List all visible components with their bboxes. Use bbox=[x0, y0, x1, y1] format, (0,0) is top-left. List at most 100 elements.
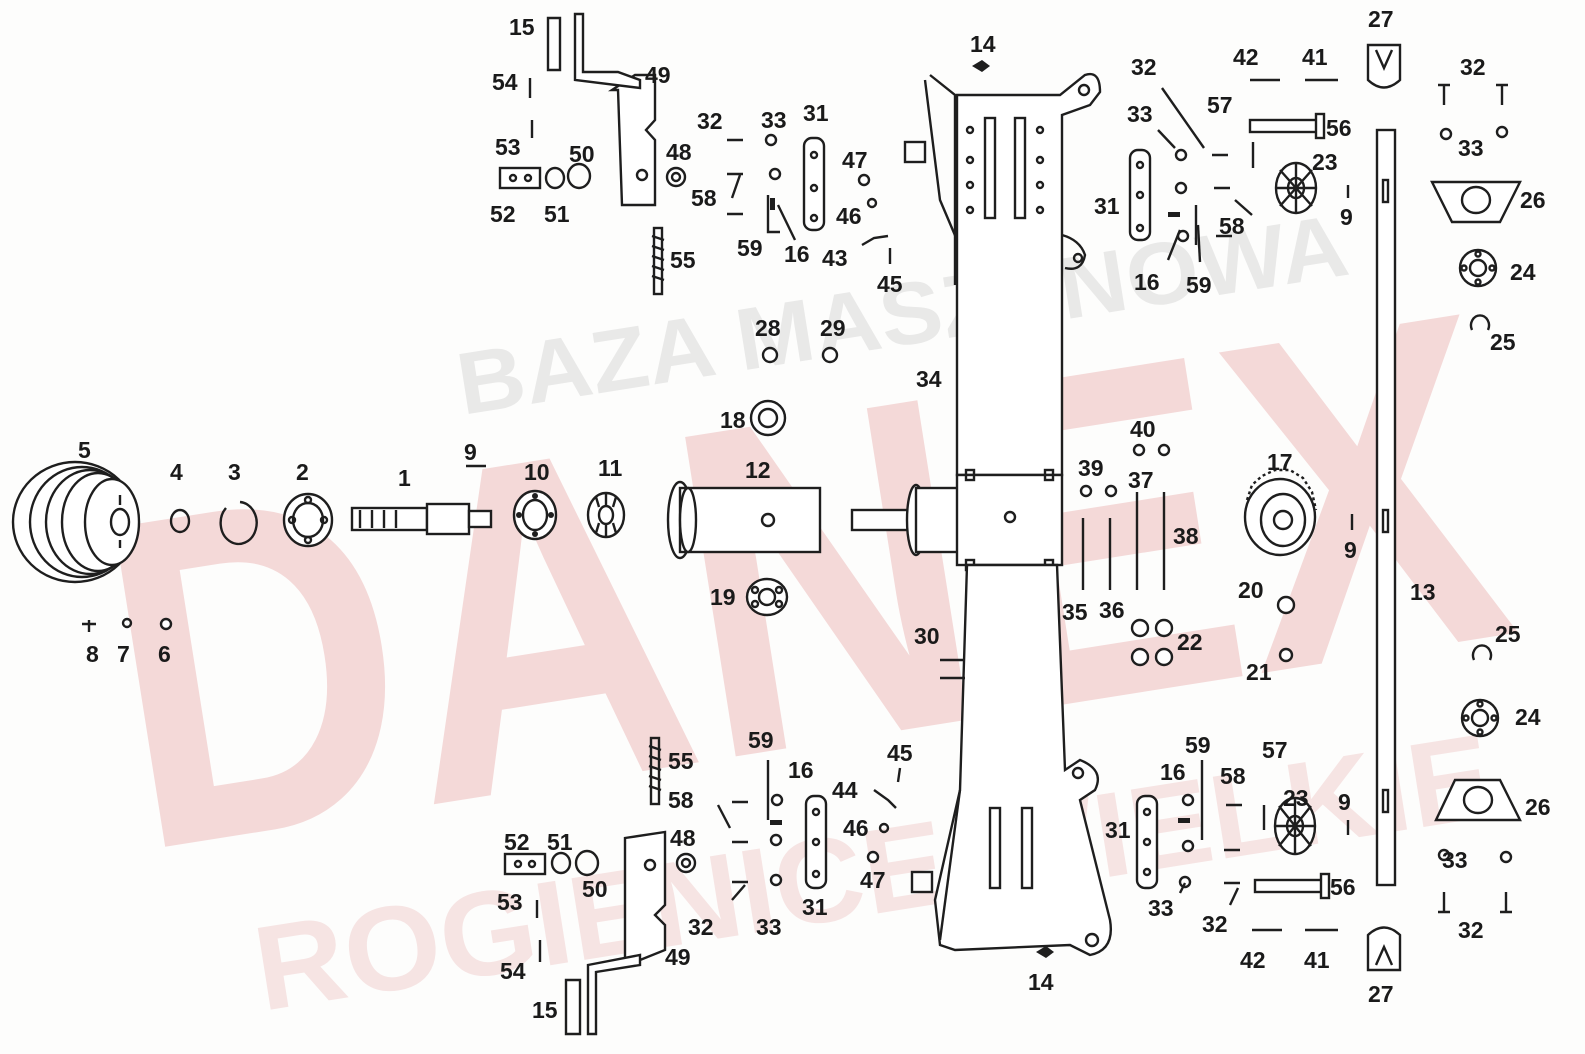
long-shaft-part-13 bbox=[1375, 128, 1397, 887]
callout-number: 16 bbox=[788, 757, 814, 783]
linkage-right-bottom bbox=[1135, 760, 1242, 890]
callout-number: 10 bbox=[524, 459, 550, 485]
callout-number: 19 bbox=[710, 584, 736, 610]
coupling-part-27-top bbox=[1366, 43, 1402, 89]
callout-number: 54 bbox=[500, 958, 526, 984]
lever-part-15-top bbox=[546, 12, 642, 90]
callout-number: 47 bbox=[842, 147, 868, 173]
callout-number: 2 bbox=[296, 459, 309, 485]
callout-number: 30 bbox=[914, 623, 940, 649]
callout-number: 20 bbox=[1238, 577, 1264, 603]
callout-number: 31 bbox=[1105, 817, 1131, 843]
callout-number: 3 bbox=[228, 459, 241, 485]
callout-number: 17 bbox=[1267, 449, 1293, 475]
callout-number: 32 bbox=[1131, 54, 1157, 80]
callout-number: 50 bbox=[569, 141, 595, 167]
callout-number: 12 bbox=[745, 457, 771, 483]
washers-part-22 bbox=[1130, 618, 1174, 667]
callout-number: 51 bbox=[547, 829, 573, 855]
callout-number: 47 bbox=[860, 867, 886, 893]
callout-number: 22 bbox=[1177, 629, 1203, 655]
callout-number: 9 bbox=[464, 439, 477, 465]
callout-number: 29 bbox=[820, 315, 846, 341]
callout-number: 15 bbox=[532, 997, 558, 1023]
spring-part-55-bottom bbox=[648, 736, 662, 806]
callout-number: 50 bbox=[582, 876, 608, 902]
callout-number: 44 bbox=[832, 777, 858, 803]
nut-part-48-bottom bbox=[675, 852, 697, 874]
callout-number: 33 bbox=[1127, 101, 1153, 127]
callout-number: 14 bbox=[970, 31, 996, 57]
callout-number: 13 bbox=[1410, 579, 1436, 605]
callout-number: 23 bbox=[1283, 785, 1309, 811]
gear-part-23-bottom bbox=[1273, 796, 1317, 856]
housing-part-12 bbox=[666, 480, 822, 560]
circlip-part-25-bottom bbox=[1471, 644, 1493, 661]
callout-number: 35 bbox=[1062, 599, 1088, 625]
callout-number: 46 bbox=[836, 203, 862, 229]
callout-number: 32 bbox=[1458, 917, 1484, 943]
callout-number: 53 bbox=[497, 889, 523, 915]
housing-part-26-bottom bbox=[1434, 778, 1522, 822]
callout-number: 43 bbox=[822, 245, 848, 271]
callout-number: 57 bbox=[1262, 737, 1288, 763]
callout-number: 31 bbox=[802, 894, 828, 920]
ring-part-50-bottom bbox=[574, 849, 600, 877]
callout-number: 52 bbox=[490, 201, 516, 227]
callout-number: 42 bbox=[1233, 44, 1259, 70]
callout-number: 32 bbox=[697, 108, 723, 134]
bolt-part-8 bbox=[82, 620, 96, 632]
callout-number: 9 bbox=[1340, 204, 1353, 230]
washer-part-21 bbox=[1278, 647, 1294, 663]
callout-number: 14 bbox=[1028, 969, 1054, 995]
callout-number: 58 bbox=[668, 787, 694, 813]
callout-number: 59 bbox=[1186, 272, 1212, 298]
callout-number: 24 bbox=[1510, 259, 1536, 285]
callout-number: 58 bbox=[1219, 213, 1245, 239]
callout-number: 55 bbox=[670, 247, 696, 273]
callout-number: 41 bbox=[1302, 44, 1328, 70]
pin-part-56-bottom bbox=[1253, 872, 1331, 900]
circlip-part-3 bbox=[219, 500, 258, 546]
pin-part-44 bbox=[873, 789, 897, 809]
bolts-part-30 bbox=[940, 658, 965, 680]
callout-number: 38 bbox=[1173, 523, 1199, 549]
callout-number: 5 bbox=[78, 437, 91, 463]
callout-number: 37 bbox=[1128, 467, 1154, 493]
leader-lines bbox=[716, 87, 1253, 906]
washer-part-28 bbox=[761, 346, 779, 364]
callout-number: 11 bbox=[598, 455, 623, 481]
washer-part-7 bbox=[121, 617, 133, 629]
callout-number: 24 bbox=[1515, 704, 1541, 730]
callout-number: 32 bbox=[1460, 54, 1486, 80]
callout-number: 6 bbox=[158, 641, 171, 667]
nut-part-48-top bbox=[665, 166, 687, 188]
shaft-part-1 bbox=[350, 502, 493, 536]
bearing-part-24-bottom bbox=[1460, 698, 1500, 738]
callout-number: 53 bbox=[495, 134, 521, 160]
callout-number: 42 bbox=[1240, 947, 1266, 973]
coupling-part-27-bottom bbox=[1366, 926, 1402, 972]
callout-number: 15 bbox=[509, 14, 535, 40]
linkage-left-top bbox=[727, 133, 826, 234]
callout-number: 45 bbox=[887, 740, 913, 766]
linkage-right-top bbox=[1128, 148, 1232, 245]
bearing-part-18 bbox=[749, 399, 787, 437]
pin-part-14-bottom bbox=[1036, 946, 1054, 958]
callout-number: 45 bbox=[877, 271, 903, 297]
callout-number: 49 bbox=[645, 62, 671, 88]
washer-part-20 bbox=[1276, 595, 1296, 615]
callout-number: 34 bbox=[916, 366, 942, 392]
callout-number: 48 bbox=[666, 139, 692, 165]
callout-number: 57 bbox=[1207, 92, 1233, 118]
washer-part-46-top bbox=[866, 197, 878, 209]
washer-part-46-bottom bbox=[878, 822, 890, 834]
linkage-left-bottom bbox=[732, 760, 828, 890]
callout-number: 59 bbox=[748, 727, 774, 753]
callout-number: 32 bbox=[1202, 911, 1228, 937]
callout-number: 28 bbox=[755, 315, 781, 341]
callout-number: 56 bbox=[1330, 874, 1356, 900]
callout-number: 55 bbox=[668, 748, 694, 774]
callout-number: 33 bbox=[1442, 847, 1468, 873]
